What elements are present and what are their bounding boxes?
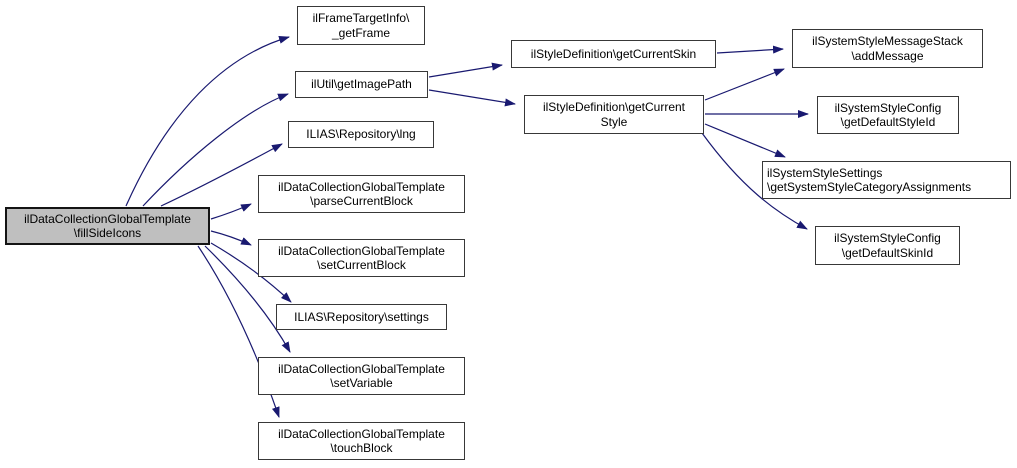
- node-label: ilDataCollectionGlobalTemplate \touchBlo…: [278, 426, 445, 456]
- node-label: ilDataCollectionGlobalTemplate \parseCur…: [278, 179, 445, 209]
- node-lng[interactable]: ILIAS\Repository\lng: [288, 121, 434, 148]
- node-categoryAssignments[interactable]: ilSystemStyleSettings \getSystemStyleCat…: [762, 161, 1011, 199]
- edge-getCurrentStyle-to-addMessage: [704, 68, 785, 101]
- node-label: ilSystemStyleConfig \getDefaultSkinId: [834, 231, 941, 260]
- edge-fillSideIcons-to-setCurrentBlock: [210, 230, 252, 246]
- node-label: ilDataCollectionGlobalTemplate \setVaria…: [278, 361, 445, 391]
- edges-group: [125, 35, 809, 418]
- node-label: ILIAS\Repository\lng: [306, 127, 416, 142]
- node-label: ilSystemStyleSettings \getSystemStyleCat…: [767, 165, 972, 195]
- node-fillSideIcons: ilDataCollectionGlobalTemplate \fillSide…: [5, 207, 210, 245]
- node-getCurrentSkin[interactable]: ilStyleDefinition\getCurrentSkin: [511, 40, 716, 68]
- node-label: ilSystemStyleMessageStack \addMessage: [812, 34, 963, 63]
- node-label: ILIAS\Repository\settings: [294, 309, 429, 324]
- node-label: ilDataCollectionGlobalTemplate \setCurre…: [278, 243, 445, 273]
- node-label: ilUtil\getImagePath: [311, 77, 412, 92]
- node-label: ilStyleDefinition\getCurrentSkin: [530, 46, 697, 61]
- node-setCurrentBlock[interactable]: ilDataCollectionGlobalTemplate \setCurre…: [258, 239, 465, 277]
- node-label: ilStyleDefinition\getCurrent Style: [542, 100, 686, 129]
- node-addMessage[interactable]: ilSystemStyleMessageStack \addMessage: [792, 29, 983, 68]
- node-touchBlock[interactable]: ilDataCollectionGlobalTemplate \touchBlo…: [258, 422, 465, 460]
- edge-getCurrentStyle-to-categoryAssignments: [704, 123, 786, 158]
- node-getImagePath[interactable]: ilUtil\getImagePath: [295, 71, 428, 98]
- node-getDefaultSkinId[interactable]: ilSystemStyleConfig \getDefaultSkinId: [815, 226, 960, 265]
- edge-fillSideIcons-to-parseCurrentBlock: [210, 203, 252, 220]
- node-setVariable[interactable]: ilDataCollectionGlobalTemplate \setVaria…: [258, 357, 465, 395]
- node-getDefaultStyleId[interactable]: ilSystemStyleConfig \getDefaultStyleId: [817, 96, 959, 134]
- edge-getImagePath-to-getCurrentStyle: [428, 89, 516, 107]
- node-label: ilDataCollectionGlobalTemplate \fillSide…: [24, 211, 191, 241]
- node-getFrame[interactable]: ilFrameTargetInfo\ _getFrame: [297, 6, 425, 45]
- node-settings[interactable]: ILIAS\Repository\settings: [276, 304, 447, 330]
- node-label: ilFrameTargetInfo\ _getFrame: [312, 11, 410, 40]
- node-parseCurrentBlock[interactable]: ilDataCollectionGlobalTemplate \parseCur…: [258, 175, 465, 213]
- node-label: ilSystemStyleConfig \getDefaultStyleId: [834, 100, 942, 130]
- edge-getCurrentSkin-to-addMessage: [716, 45, 784, 54]
- edge-getImagePath-to-getCurrentSkin: [428, 62, 503, 78]
- node-getCurrentStyle[interactable]: ilStyleDefinition\getCurrent Style: [524, 95, 704, 134]
